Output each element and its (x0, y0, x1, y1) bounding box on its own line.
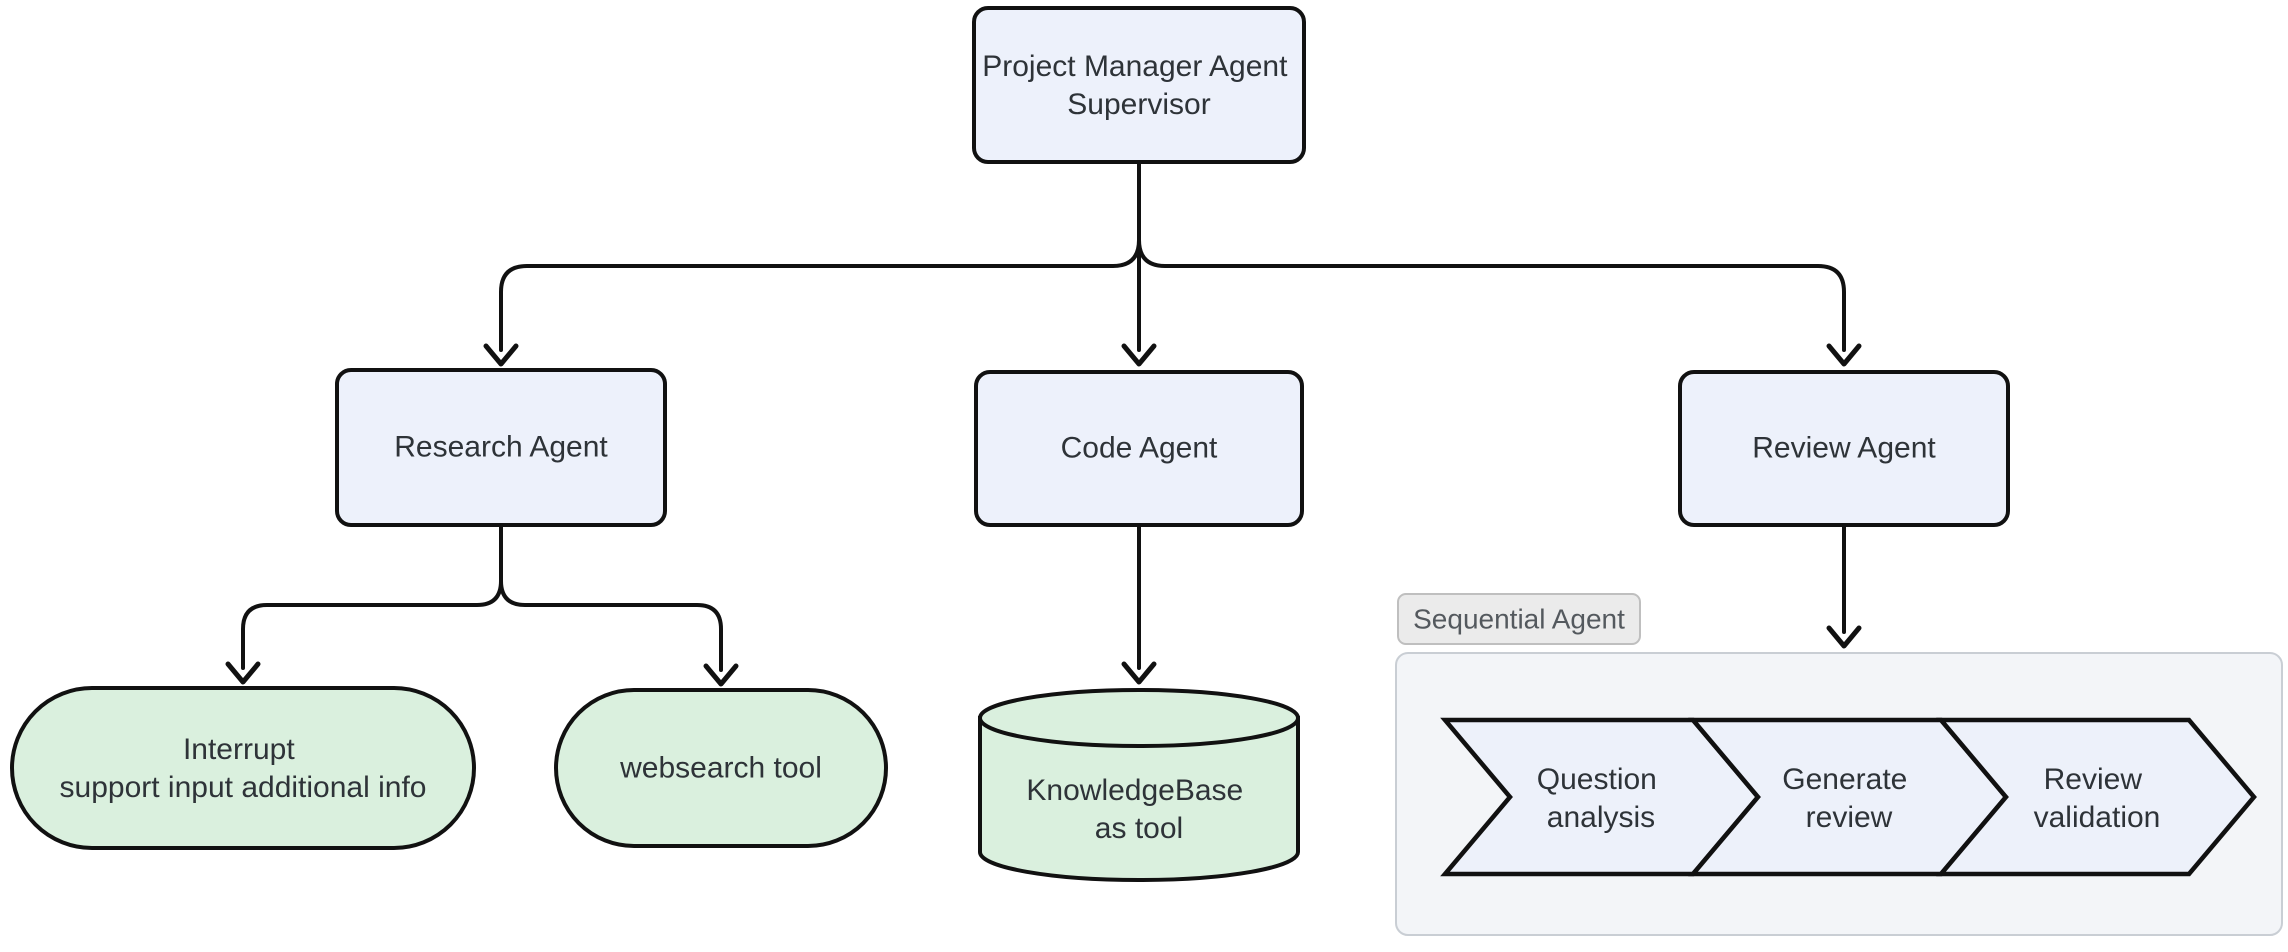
step-review-validation (1936, 717, 2257, 877)
research-agent-label: Research Agent (394, 431, 608, 464)
node-project-manager-supervisor: Project Manager Agent Supervisor (972, 6, 1306, 164)
interrupt-support-label: Interrupt support input additional info (60, 733, 427, 804)
arrowhead-websearch (703, 663, 739, 687)
sequential-agent-label: Sequential Agent (1413, 604, 1625, 635)
edge-research-to-interrupt (225, 525, 503, 685)
cylinder-top (978, 688, 1300, 748)
node-knowledgebase-cylinder: KnowledgeBase as tool (978, 688, 1300, 882)
arrowhead-code (1121, 343, 1157, 367)
sequential-agent-badge (1397, 593, 1641, 645)
project-manager-supervisor-label: Project Manager Agent Supervisor (982, 50, 1296, 121)
arrowhead-knowledgebase (1121, 661, 1157, 685)
node-code-agent: Code Agent (974, 370, 1304, 527)
node-interrupt-support: Interrupt support input additional info (10, 686, 476, 850)
arrowhead-interrupt (225, 661, 261, 685)
node-research-agent: Research Agent (335, 368, 667, 527)
edge-supervisor-to-research (483, 160, 1141, 367)
step-generate-review-label: Generate review (1782, 763, 1915, 834)
step-review-validation-label: Review validation (2034, 763, 2161, 834)
review-agent-label: Review Agent (1752, 432, 1936, 465)
edge-research-to-websearch (499, 525, 739, 687)
node-review-agent: Review Agent (1678, 370, 2010, 527)
knowledgebase-label: KnowledgeBase as tool (1026, 774, 1251, 845)
sequential-steps: Question analysis Generate review Review… (1440, 717, 2257, 877)
code-agent-label: Code Agent (1061, 432, 1218, 465)
node-websearch-tool: websearch tool (554, 688, 888, 848)
edge-review-to-sequential (1826, 525, 1862, 649)
arrowhead-research (483, 343, 519, 367)
edge-code-to-knowledgebase (1121, 525, 1157, 685)
arrowhead-review (1826, 343, 1862, 367)
edge-supervisor-to-review (1137, 160, 1862, 367)
websearch-tool-label: websearch tool (619, 752, 822, 785)
cylinder-body (978, 716, 1300, 882)
edges (225, 160, 1862, 687)
arrowhead-sequential (1826, 625, 1862, 649)
step-question-analysis-label: Question analysis (1537, 763, 1665, 834)
